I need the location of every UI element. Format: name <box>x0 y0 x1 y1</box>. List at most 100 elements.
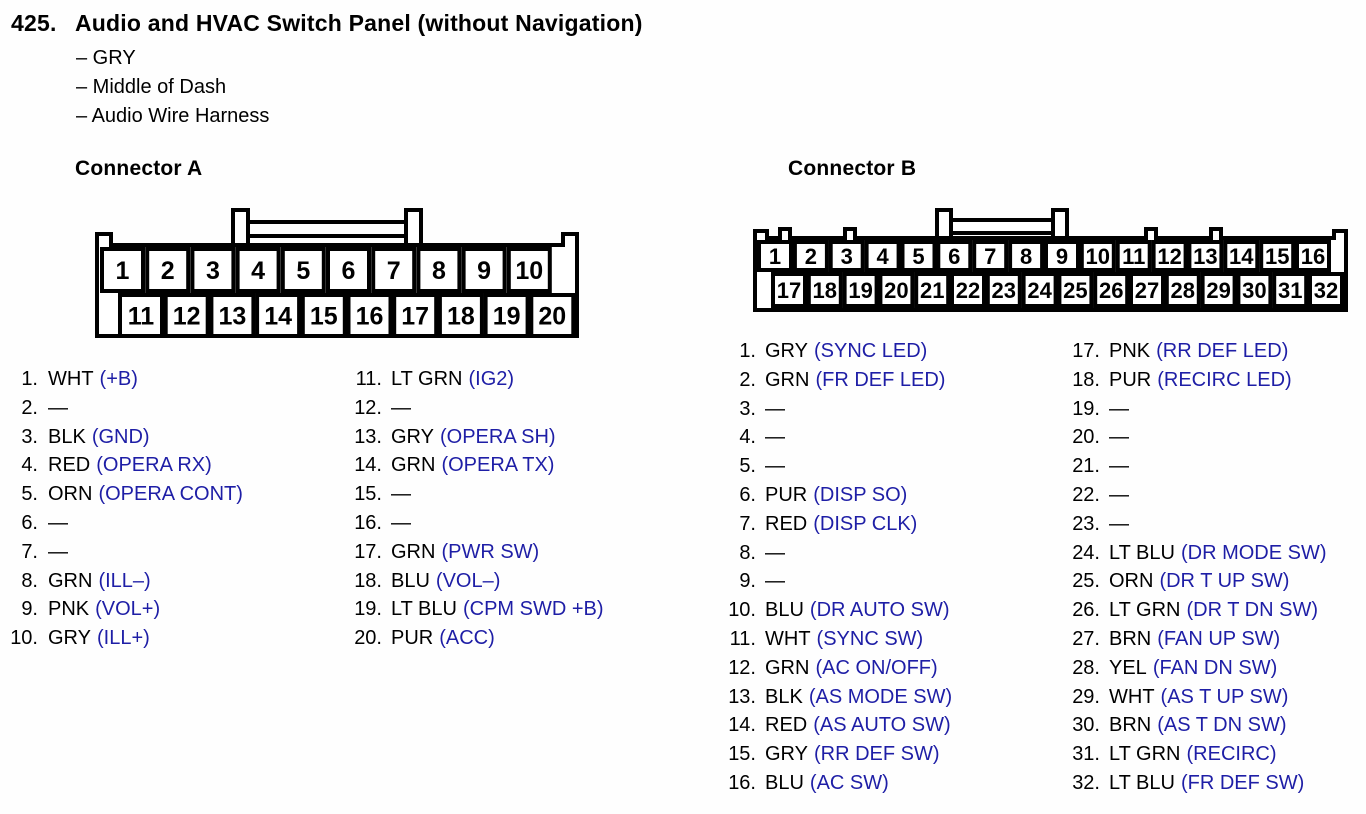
pin-signal-name: (+B) <box>99 368 138 390</box>
svg-text:11: 11 <box>1122 244 1145 269</box>
pin-row: 16.BLU(AC SW) <box>718 769 952 798</box>
svg-text:22: 22 <box>956 278 980 303</box>
pin-signal-name: (GND) <box>91 425 150 448</box>
pin-row: 24.LT BLU(DR MODE SW) <box>1062 539 1326 568</box>
pin-signal-name: (IG2) <box>468 368 515 390</box>
pin-row: 19.LT BLU(CPM SWD +B) <box>340 595 604 624</box>
svg-text:15: 15 <box>1265 244 1289 269</box>
pin-row: 12.GRN(AC ON/OFF) <box>718 654 952 683</box>
pin-number: 4. <box>739 426 756 449</box>
pin-number: 14. <box>354 454 382 477</box>
pin-wire-color: — <box>391 511 411 534</box>
pin-wire-color: LT GRN <box>1109 599 1181 622</box>
pin-wire-color: — <box>765 541 785 564</box>
pin-row: 26.LT GRN(DR T DN SW) <box>1062 596 1327 625</box>
pin-number: 16. <box>354 511 382 534</box>
pin-row: 2.GRN(FR DEF LED) <box>718 366 952 395</box>
pin-number: 20. <box>1072 426 1100 449</box>
svg-text:3: 3 <box>841 244 853 269</box>
pin-row: 4. — <box>718 423 952 452</box>
pin-wire-color: GRY <box>765 340 808 362</box>
pin-wire-color: YEL <box>1109 656 1147 679</box>
svg-text:2: 2 <box>805 244 817 269</box>
pin-wire-color: PUR <box>391 627 434 650</box>
pin-signal-name: (OPERA RX) <box>96 454 212 477</box>
pin-row: 21.— <box>1062 452 1327 481</box>
pin-signal-name: (CPM SWD +B) <box>462 598 604 621</box>
bullet-item: – GRY <box>76 47 136 69</box>
pin-signal-name: (ACC) <box>439 627 495 650</box>
pin-number: 3. <box>739 397 756 420</box>
pin-wire-color: — <box>765 426 785 449</box>
pin-row: 30.BRN(AS T DN SW) <box>1062 711 1327 740</box>
svg-text:17: 17 <box>401 303 429 331</box>
svg-text:4: 4 <box>251 257 265 285</box>
page-title: Audio and HVAC Switch Panel (without Nav… <box>75 10 643 36</box>
pin-row: 20.— <box>1062 423 1327 452</box>
svg-text:21: 21 <box>920 278 944 303</box>
pin-row: 6. — <box>0 509 243 538</box>
pin-number: 32. <box>1072 771 1100 794</box>
pin-number: 5. <box>21 483 38 506</box>
pin-number: 27. <box>1072 627 1100 650</box>
pin-signal-name: (DR T DN SW) <box>1186 599 1318 622</box>
svg-text:9: 9 <box>477 257 491 285</box>
pin-wire-color: LT BLU <box>1109 541 1175 564</box>
pin-signal-name: (DR T UP SW) <box>1159 570 1290 593</box>
pin-wire-color: — <box>1109 455 1129 478</box>
pin-row: 13. BLK(AS MODE SW) <box>718 683 952 712</box>
svg-text:4: 4 <box>876 244 889 269</box>
pin-row: 5.ORN(OPERA CONT) <box>0 480 243 509</box>
pin-wire-color: WHT <box>48 368 94 390</box>
pin-row: 27.BRN(FAN UP SW) <box>1062 625 1327 654</box>
pin-signal-name: (FAN DN SW) <box>1152 656 1278 679</box>
pin-number: 2. <box>21 396 38 419</box>
connector-a-heading: Connector A <box>75 157 203 180</box>
pin-row: 31.LT GRN(RECIRC) <box>1062 740 1327 769</box>
pin-row: 16. — <box>340 509 604 538</box>
pin-wire-color: ORN <box>1109 570 1154 593</box>
pin-number: 11. <box>729 627 756 650</box>
svg-text:11: 11 <box>128 303 155 331</box>
pin-row: 29.WHT(AS T UP SW) <box>1062 683 1327 712</box>
bullet-item: – Middle of Dash <box>76 75 227 98</box>
location-bullet-list: – GRY– Middle of Dash– Audio Wire Harnes… <box>76 44 269 130</box>
pin-number: 1. <box>21 368 38 390</box>
pin-number: 6. <box>21 511 38 534</box>
svg-text:16: 16 <box>1301 244 1325 269</box>
svg-text:25: 25 <box>1063 278 1087 303</box>
pin-number: 25. <box>1072 570 1100 593</box>
svg-text:18: 18 <box>813 278 837 303</box>
pin-signal-name: (AS MODE SW) <box>808 685 953 708</box>
pin-number: 19. <box>1072 397 1100 420</box>
pin-signal-name: (OPERA SH) <box>439 425 556 448</box>
svg-text:17: 17 <box>777 278 801 303</box>
pin-number: 20. <box>354 627 382 650</box>
pin-signal-name: (FR DEF LED) <box>815 368 946 391</box>
svg-text:28: 28 <box>1171 278 1195 303</box>
pin-wire-color: PNK <box>48 598 90 621</box>
pin-wire-color: GRN <box>48 569 93 592</box>
pin-wire-color: — <box>765 455 785 478</box>
pin-number: 24. <box>1072 541 1100 564</box>
pin-wire-color: BLK <box>765 685 803 708</box>
pin-number: 13. <box>728 685 756 708</box>
pin-row: 4.RED(OPERA RX) <box>0 451 243 480</box>
pin-number: 10. <box>728 599 756 622</box>
svg-text:14: 14 <box>1229 244 1254 269</box>
svg-text:12: 12 <box>173 303 201 331</box>
pin-row: 7.— <box>0 538 243 567</box>
svg-text:6: 6 <box>342 257 356 285</box>
pin-wire-color: — <box>765 570 785 593</box>
svg-text:5: 5 <box>912 244 924 269</box>
pin-signal-name: (AS AUTO SW) <box>813 714 951 737</box>
pin-wire-color: — <box>48 511 68 534</box>
svg-text:14: 14 <box>264 303 292 331</box>
pin-number: 4. <box>21 454 38 477</box>
pin-signal-name: (AS T DN SW) <box>1157 714 1287 737</box>
pin-number: 12. <box>728 656 756 679</box>
pin-number: 8. <box>739 541 756 564</box>
